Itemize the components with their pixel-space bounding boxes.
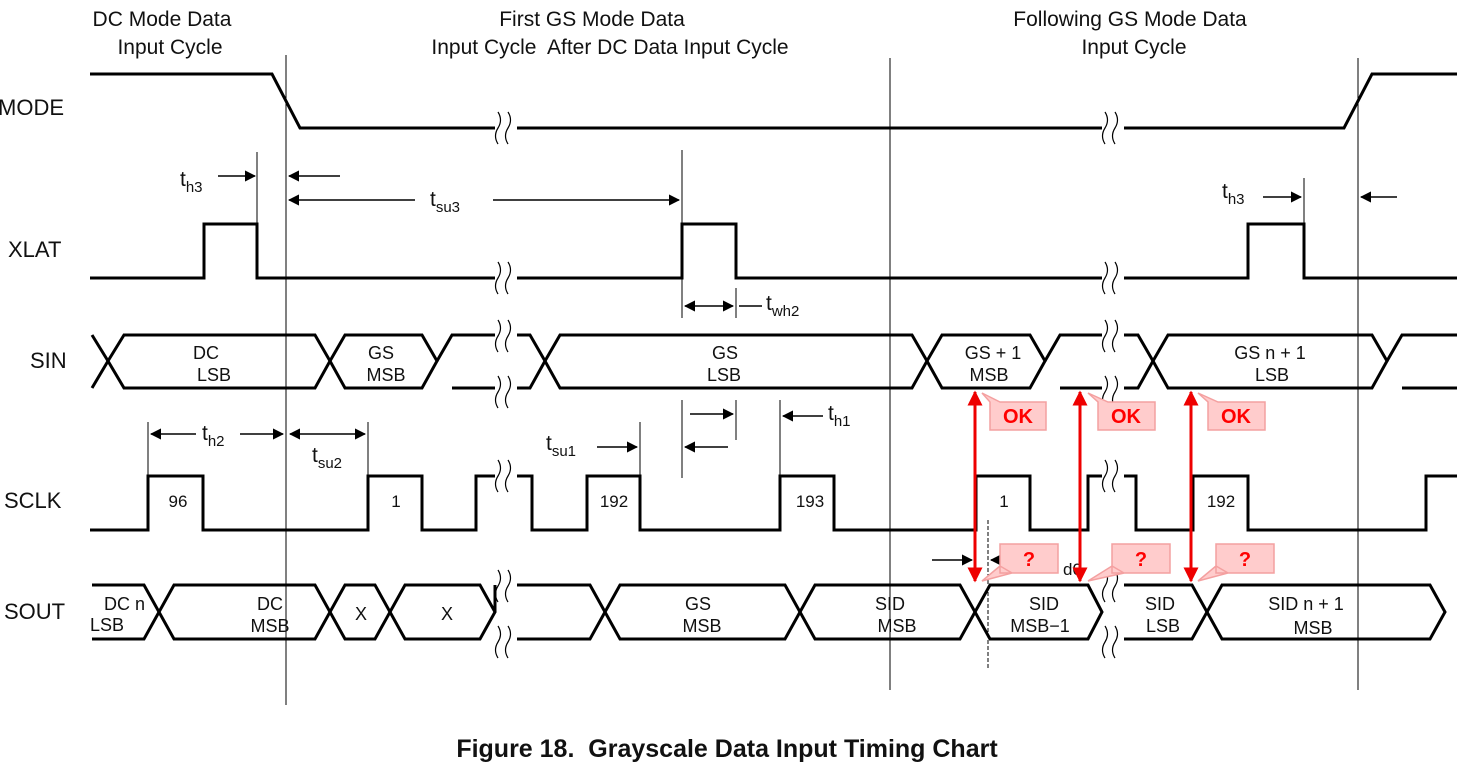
sin-bus: DC LSB GS MSB GS LSB GS + 1 MSB GS n + 1… [90, 333, 1457, 390]
sclk-pulse-1b: 1 [999, 492, 1008, 511]
sin-text-gs-2: GS [712, 343, 738, 363]
sin-cell-unknown4 [1124, 333, 1155, 390]
sout-cell-dc-msb [157, 583, 332, 641]
sout-text-gs: GS [685, 594, 711, 614]
signal-label-mode: MODE [0, 95, 64, 120]
sclk-pulse-192: 192 [600, 492, 628, 511]
break-sin-1 [494, 319, 512, 409]
sin-start-edge [90, 334, 110, 389]
header-first-gs-line1: First GS Mode Data [499, 8, 685, 31]
callout-ok-1: OK [981, 392, 1047, 431]
sout-text-sid: SID [875, 594, 905, 614]
callout-q-3-text: ? [1239, 549, 1251, 571]
sout-cell-unknown1 [493, 583, 607, 641]
header-dc-line1: DC Mode Data [93, 8, 232, 31]
callout-q-2-text: ? [1135, 549, 1147, 571]
param-th3-left: th3 [180, 168, 203, 196]
break-sout-2 [1101, 569, 1119, 659]
sout-cell-sidn1-msb [1205, 583, 1447, 641]
sin-text-gs: GS [368, 343, 394, 363]
signal-label-sin: SIN [30, 348, 67, 373]
sout-text-msb1: MSB−1 [1010, 616, 1070, 636]
sclk-pulse-192b: 192 [1207, 492, 1235, 511]
sclk-waveform [90, 474, 1457, 532]
callout-ok-3: OK [1197, 392, 1266, 431]
sout-text-x2: X [441, 604, 453, 624]
break-sin-2 [1101, 319, 1119, 409]
signal-label-sclk: SCLK [4, 488, 62, 513]
callout-q-3: ? [1197, 543, 1275, 582]
callout-ok-2: OK [1087, 392, 1156, 431]
sin-text-lsb-3: LSB [1255, 365, 1289, 385]
break-sout-1 [494, 569, 512, 659]
break-sclk-2 [1101, 459, 1119, 493]
sout-text-msb-2: MSB [682, 616, 721, 636]
sout-text-dc: DC [257, 594, 283, 614]
timing-annotations: th3 tsu3 th3 twh2 th2 tsu2 [149, 168, 1397, 579]
sclk-pulse-96: 96 [169, 492, 188, 511]
sin-text-msb-2: MSB [969, 365, 1008, 385]
param-th1: th1 [828, 402, 851, 430]
break-xlat-1 [494, 261, 512, 295]
sin-text-msb: MSB [366, 365, 405, 385]
sout-text-lsb: LSB [90, 615, 124, 635]
sout-text-sidn1: SID n + 1 [1268, 594, 1344, 614]
param-twh2: twh2 [766, 292, 799, 320]
sin-cell-unknown2 [517, 333, 547, 390]
param-tsu3: tsu3 [430, 188, 460, 216]
sin-cell-unknown1 [435, 333, 495, 390]
break-xlat-2 [1101, 261, 1119, 295]
break-mode-1 [494, 111, 512, 145]
sout-text-sid-3: SID [1145, 594, 1175, 614]
callout-q-2: ? [1087, 543, 1171, 582]
sin-text-gsn1: GS n + 1 [1234, 343, 1306, 363]
xlat-waveform [90, 222, 1457, 280]
sin-text-lsb: LSB [197, 365, 231, 385]
break-mode-2 [1101, 111, 1119, 145]
callout-ok-1-text: OK [1003, 406, 1034, 428]
mode-waveform [90, 72, 1457, 130]
break-sclk-1 [494, 459, 512, 493]
callout-q-1-text: ? [1023, 549, 1035, 571]
sout-text-lsb-2: LSB [1146, 616, 1180, 636]
param-tsu2: tsu2 [312, 444, 342, 472]
sout-text-x1: X [355, 604, 367, 624]
signal-label-xlat: XLAT [8, 237, 61, 262]
sclk-pulse-193: 193 [796, 492, 824, 511]
callout-ok-2-text: OK [1111, 406, 1142, 428]
sclk-pulse-1: 1 [391, 492, 400, 511]
callout-ok-3-text: OK [1221, 406, 1252, 428]
param-th3-right: th3 [1222, 180, 1245, 208]
sout-text-msb-4: MSB [1293, 618, 1332, 638]
signal-label-sout: SOUT [4, 599, 65, 624]
sout-cell-sid-msb1 [973, 583, 1104, 641]
figure-caption: Figure 18. Grayscale Data Input Timing C… [456, 735, 998, 763]
header-first-gs-cycle: First GS Mode Data Input Cycle After DC … [431, 8, 788, 59]
header-dc-line2: Input Cycle [117, 36, 222, 59]
header-following-gs-line2: Input Cycle [1081, 36, 1186, 59]
sin-cell-unknown3 [1043, 333, 1102, 390]
sout-text-sid-2: SID [1029, 594, 1059, 614]
reference-lines [147, 55, 1359, 705]
verification-markers [967, 390, 1199, 583]
param-tsu1: tsu1 [546, 432, 576, 460]
header-dc-cycle: DC Mode Data Input Cycle [93, 8, 232, 59]
param-th2: th2 [202, 422, 225, 450]
sout-text-dcn: DC n [104, 594, 145, 614]
header-first-gs-line2: Input Cycle After DC Data Input Cycle [431, 36, 788, 59]
sout-text-msb: MSB [250, 616, 289, 636]
sout-bus: DC n LSB DC MSB X X GS MSB SID MSB SID M… [90, 583, 1447, 641]
header-following-gs-cycle: Following GS Mode Data Input Cycle [1013, 8, 1247, 59]
sout-text-msb-3: MSB [877, 616, 916, 636]
sin-text-lsb-2: LSB [707, 365, 741, 385]
sin-text-dc: DC [193, 343, 219, 363]
sin-cell-tail [1385, 333, 1457, 390]
axis-break-marks [494, 111, 1119, 659]
sin-text-gs1: GS + 1 [965, 343, 1022, 363]
header-following-gs-line1: Following GS Mode Data [1013, 8, 1247, 31]
callout-q-1: ? [981, 543, 1059, 582]
callouts: OK OK OK ? ? ? [981, 392, 1275, 582]
